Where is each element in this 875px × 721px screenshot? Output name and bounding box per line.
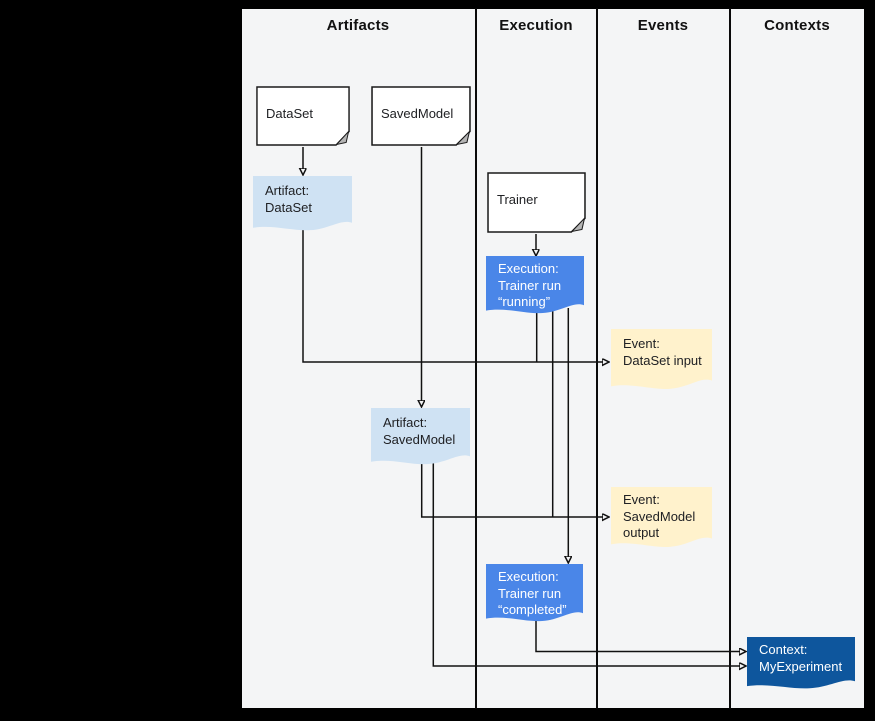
node-execution-completed: Execution: Trainer run “completed” [486, 564, 583, 624]
label-line: SavedModel [383, 432, 456, 447]
node-label: Event: SavedModel output [611, 487, 712, 542]
column-header-artifacts: Artifacts [326, 17, 390, 34]
node-savedmodel-document: SavedModel [371, 86, 471, 146]
flag-shape [486, 256, 584, 314]
node-label: Trainer [497, 192, 538, 207]
flag-shape [611, 329, 712, 389]
column-divider-events-contexts [729, 8, 731, 709]
node-artifact-savedmodel: Artifact: SavedModel [371, 408, 470, 467]
node-event-dataset-input: Event: DataSet input [611, 329, 712, 392]
node-artifact-dataset: Artifact: DataSet [253, 176, 352, 233]
node-label: Artifact: DataSet [253, 176, 352, 216]
node-context-myexperiment: Context: MyExperiment [747, 637, 855, 691]
node-label: Event: DataSet input [611, 329, 712, 369]
node-trainer-document: Trainer [487, 172, 586, 233]
label-line: “completed” [498, 602, 567, 617]
node-execution-running: Execution: Trainer run “running” [486, 256, 584, 316]
label-line: Execution: [498, 261, 559, 276]
label-line: Trainer run [498, 277, 562, 293]
label-line: Trainer run [498, 585, 562, 601]
label-line: output [623, 525, 660, 540]
label-line: Event: [623, 492, 660, 507]
flag-shape [611, 487, 712, 547]
label-line: DataSet input [623, 353, 702, 368]
node-dataset-document: DataSet [256, 86, 350, 146]
node-label: SavedModel [381, 105, 454, 121]
flag-shape [486, 564, 583, 622]
label-line: Execution: [498, 569, 559, 584]
label-line: Context: [759, 642, 808, 657]
node-label: Artifact: SavedModel [371, 408, 470, 448]
node-label: Execution: Trainer run “completed” [486, 564, 583, 619]
label-line: “running” [498, 294, 551, 309]
column-divider-execution-events [596, 8, 598, 709]
label-line: SavedModel [623, 508, 696, 524]
flag-shape [747, 637, 855, 689]
label-line: DataSet [265, 200, 312, 215]
folded-corner-icon [335, 129, 350, 146]
node-label: Context: MyExperiment [747, 637, 855, 675]
column-header-contexts: Contexts [764, 17, 830, 34]
flag-shape [371, 408, 470, 465]
flag-shape [253, 176, 352, 231]
node-label: Execution: Trainer run “running” [486, 256, 584, 311]
folded-corner-icon [455, 129, 471, 146]
label-line: Artifact: [383, 415, 428, 430]
label-line: Event: [623, 336, 660, 351]
label-line: Artifact: [265, 183, 310, 198]
node-label: DataSet [266, 105, 313, 121]
folded-corner-icon [570, 216, 586, 233]
column-header-execution: Execution [499, 17, 573, 34]
column-divider-artifacts-execution [475, 8, 477, 709]
label-line: MyExperiment [759, 659, 843, 674]
node-event-savedmodel-output: Event: SavedModel output [611, 487, 712, 550]
column-header-events: Events [637, 17, 689, 34]
